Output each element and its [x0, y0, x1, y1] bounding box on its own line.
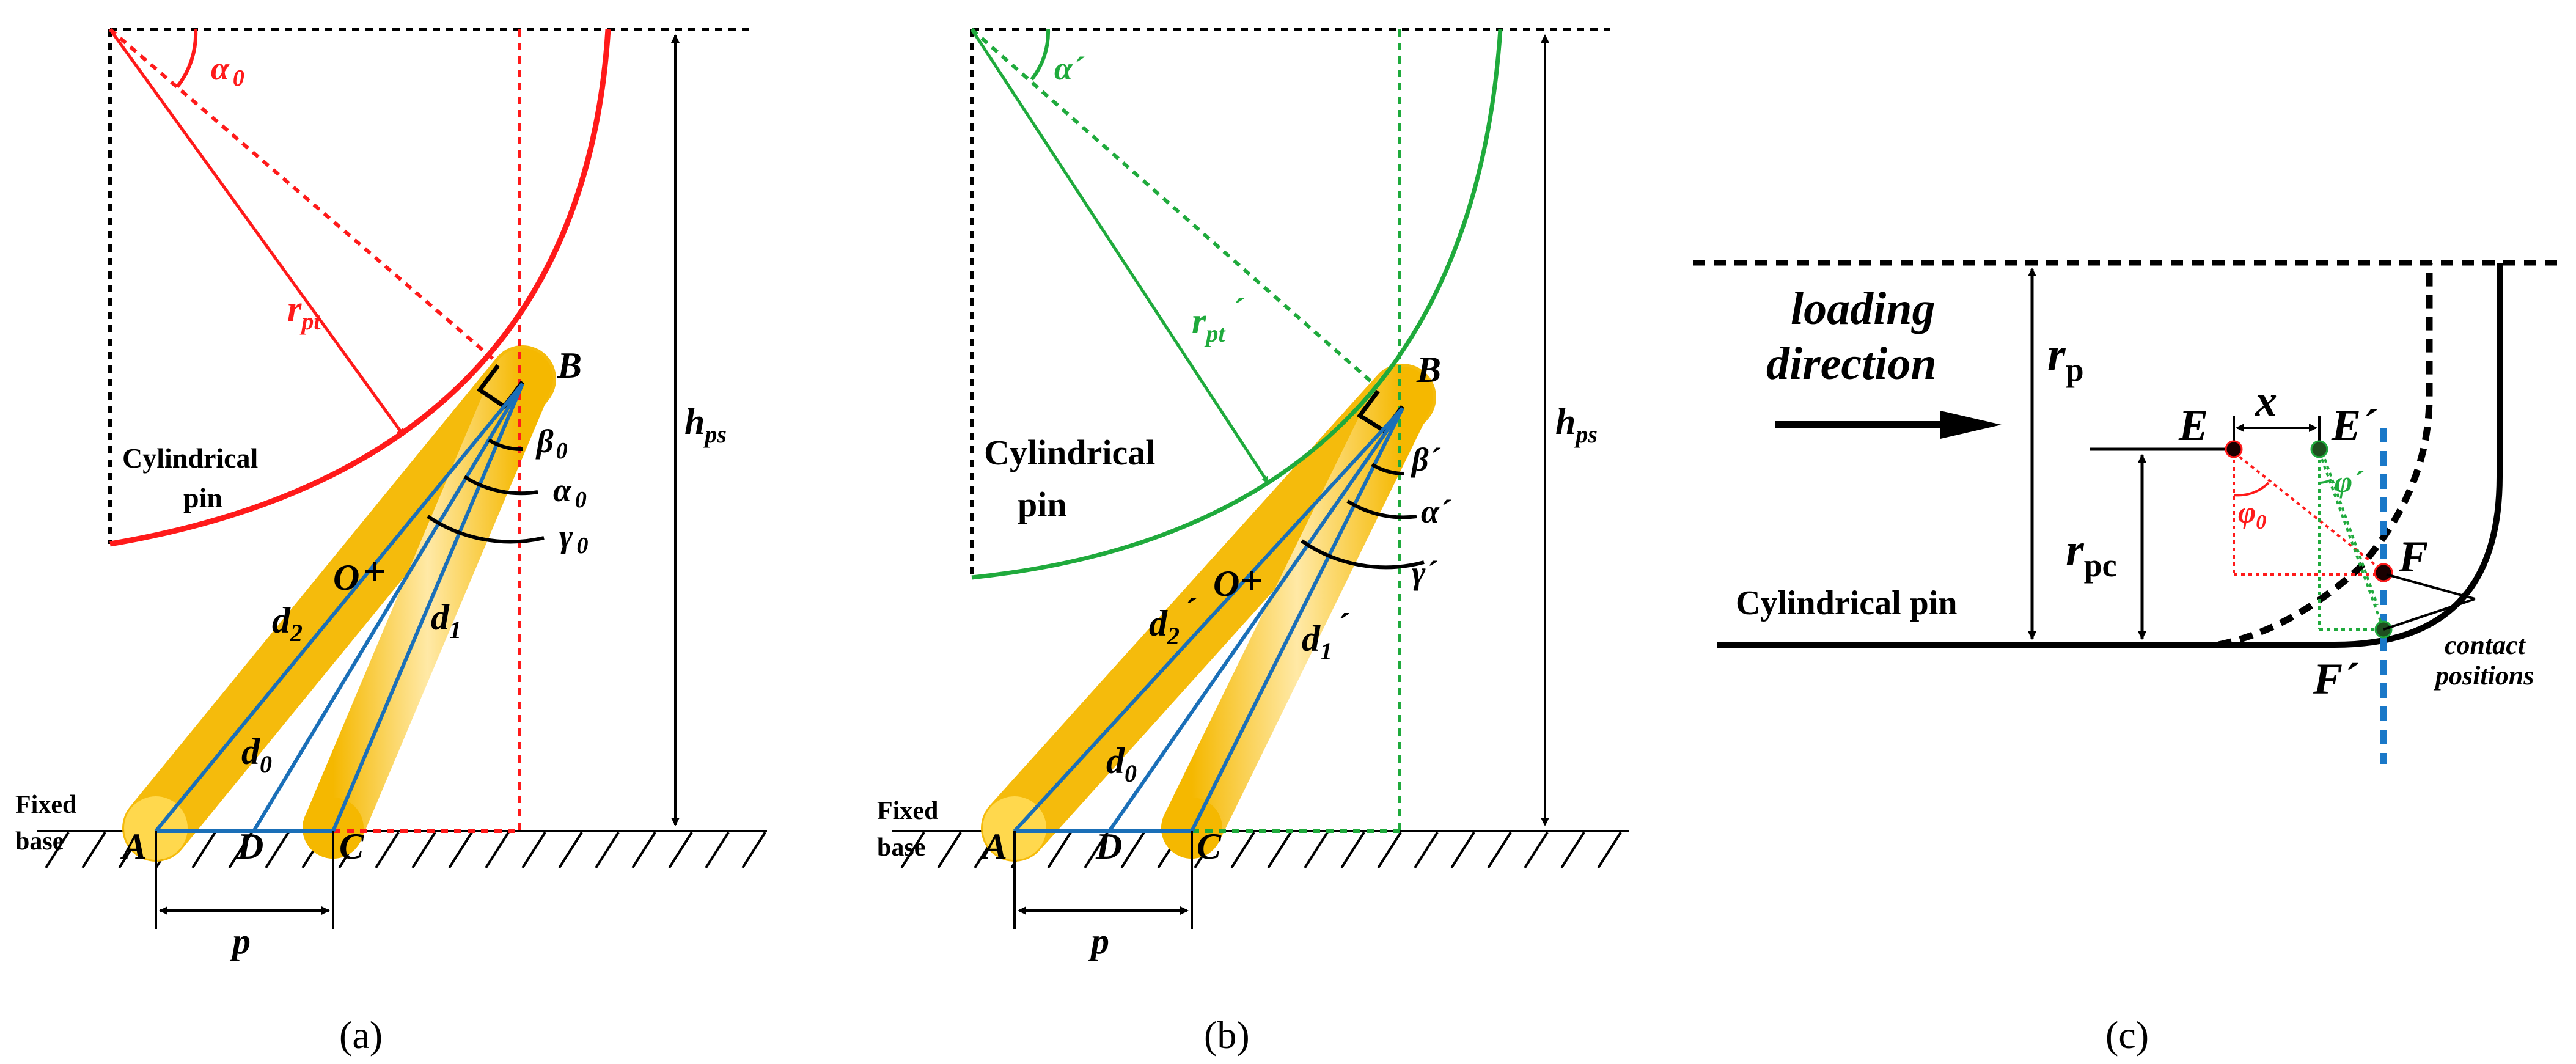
contact-label-line2: positions: [2433, 661, 2534, 691]
point-c-label: C: [339, 826, 364, 867]
e-prime-label: E´: [2331, 401, 2377, 450]
d1-label: d1´: [1302, 606, 1349, 665]
loading-label-line2: direction: [1766, 338, 1937, 389]
base-label-line2: base: [877, 834, 925, 862]
panel-c: loading direction rp rpc x E E´ F F´ φ0 …: [1693, 260, 2561, 1057]
contact-pointers: [2383, 573, 2476, 631]
d1-label: d1: [431, 597, 461, 644]
point-e-prime: [2310, 440, 2328, 458]
pin-label-line2: pin: [183, 482, 222, 513]
pin-label: Cylindrical pin: [1736, 584, 1958, 622]
alpha-top-label: α´: [1054, 50, 1085, 87]
pin-label-line1: Cylindrical: [122, 442, 258, 474]
angle-arcs: [1301, 463, 1425, 570]
rpc-label: rpc: [2066, 524, 2117, 584]
point-b-label: B: [557, 345, 582, 386]
f-label: F: [2398, 532, 2428, 581]
point-d-label: D: [237, 826, 263, 867]
caption-c: (c): [2105, 1013, 2149, 1057]
beta-label: β´: [1411, 441, 1441, 478]
phi-prime-label: φ´: [2335, 464, 2364, 499]
base-label-line1: Fixed: [15, 791, 76, 819]
displaced-profile: [2217, 263, 2433, 648]
base-label-line1: Fixed: [877, 797, 938, 825]
height-label: hps: [1555, 402, 1598, 448]
angle-arcs: [427, 438, 545, 544]
radius-arrow: [108, 28, 405, 436]
f-prime-label: F´: [2313, 655, 2359, 703]
center-marker: [365, 562, 384, 581]
phi-prime-construction: [2318, 452, 2385, 631]
loading-arrow: [1775, 411, 2002, 439]
caption-a: (a): [339, 1013, 383, 1057]
radius-arrow: [970, 28, 1270, 484]
center-marker: [1242, 571, 1261, 590]
linkage-lines: [154, 383, 524, 833]
pin-arc: [109, 29, 611, 547]
dashed-frame: [970, 28, 1610, 833]
point-c-label: C: [1197, 826, 1222, 867]
phi0-label: φ0: [2238, 495, 2266, 534]
height-label: hps: [684, 402, 727, 448]
d0-label: d0: [1106, 741, 1137, 787]
gamma-label: γ´: [1412, 554, 1437, 591]
d2-label: d2´: [1149, 591, 1197, 650]
point-a-label: A: [980, 826, 1007, 867]
contact-label-line1: contact: [2445, 630, 2526, 660]
pin-arc: [971, 29, 1503, 580]
pin-profile: [1717, 263, 2503, 648]
x-label: x: [2255, 376, 2277, 425]
panel-b: α´ rpt´ Cylindrical pin B β´ α´ γ´ d2´ O…: [877, 28, 1629, 1057]
center-label: O: [1213, 563, 1239, 604]
radius-label: rpt: [287, 288, 321, 335]
point-f: [2374, 563, 2393, 582]
center-label: O: [333, 557, 359, 598]
d0-label: d0: [241, 732, 272, 778]
alpha-angle-arc: [1030, 29, 1051, 81]
loading-label-line1: loading: [1791, 283, 1936, 334]
pin-label-line1: Cylindrical: [984, 433, 1155, 472]
pitch-label: p: [1088, 921, 1109, 961]
base-label-line2: base: [15, 827, 64, 856]
linkage-lines: [1013, 406, 1404, 833]
pitch-label: p: [229, 921, 251, 961]
e-label: E: [2178, 401, 2208, 450]
alpha-angle-arc: [175, 29, 198, 88]
rp-label: rp: [2047, 329, 2084, 388]
phi0-construction: [2233, 451, 2385, 576]
point-d-label: D: [1095, 826, 1122, 867]
point-a-label: A: [120, 826, 147, 867]
radius-label: rpt´: [1192, 291, 1244, 347]
pin-label-line2: pin: [1018, 485, 1067, 524]
dashed-frame: [108, 28, 752, 833]
caption-b: (b): [1204, 1013, 1250, 1057]
d2-label: d2: [272, 600, 303, 647]
alpha-label: α´: [1421, 493, 1451, 530]
point-b-label: B: [1416, 350, 1441, 390]
point-e: [2225, 440, 2243, 458]
pitch-dimension: [155, 831, 334, 929]
pitch-dimension: [1013, 831, 1193, 929]
